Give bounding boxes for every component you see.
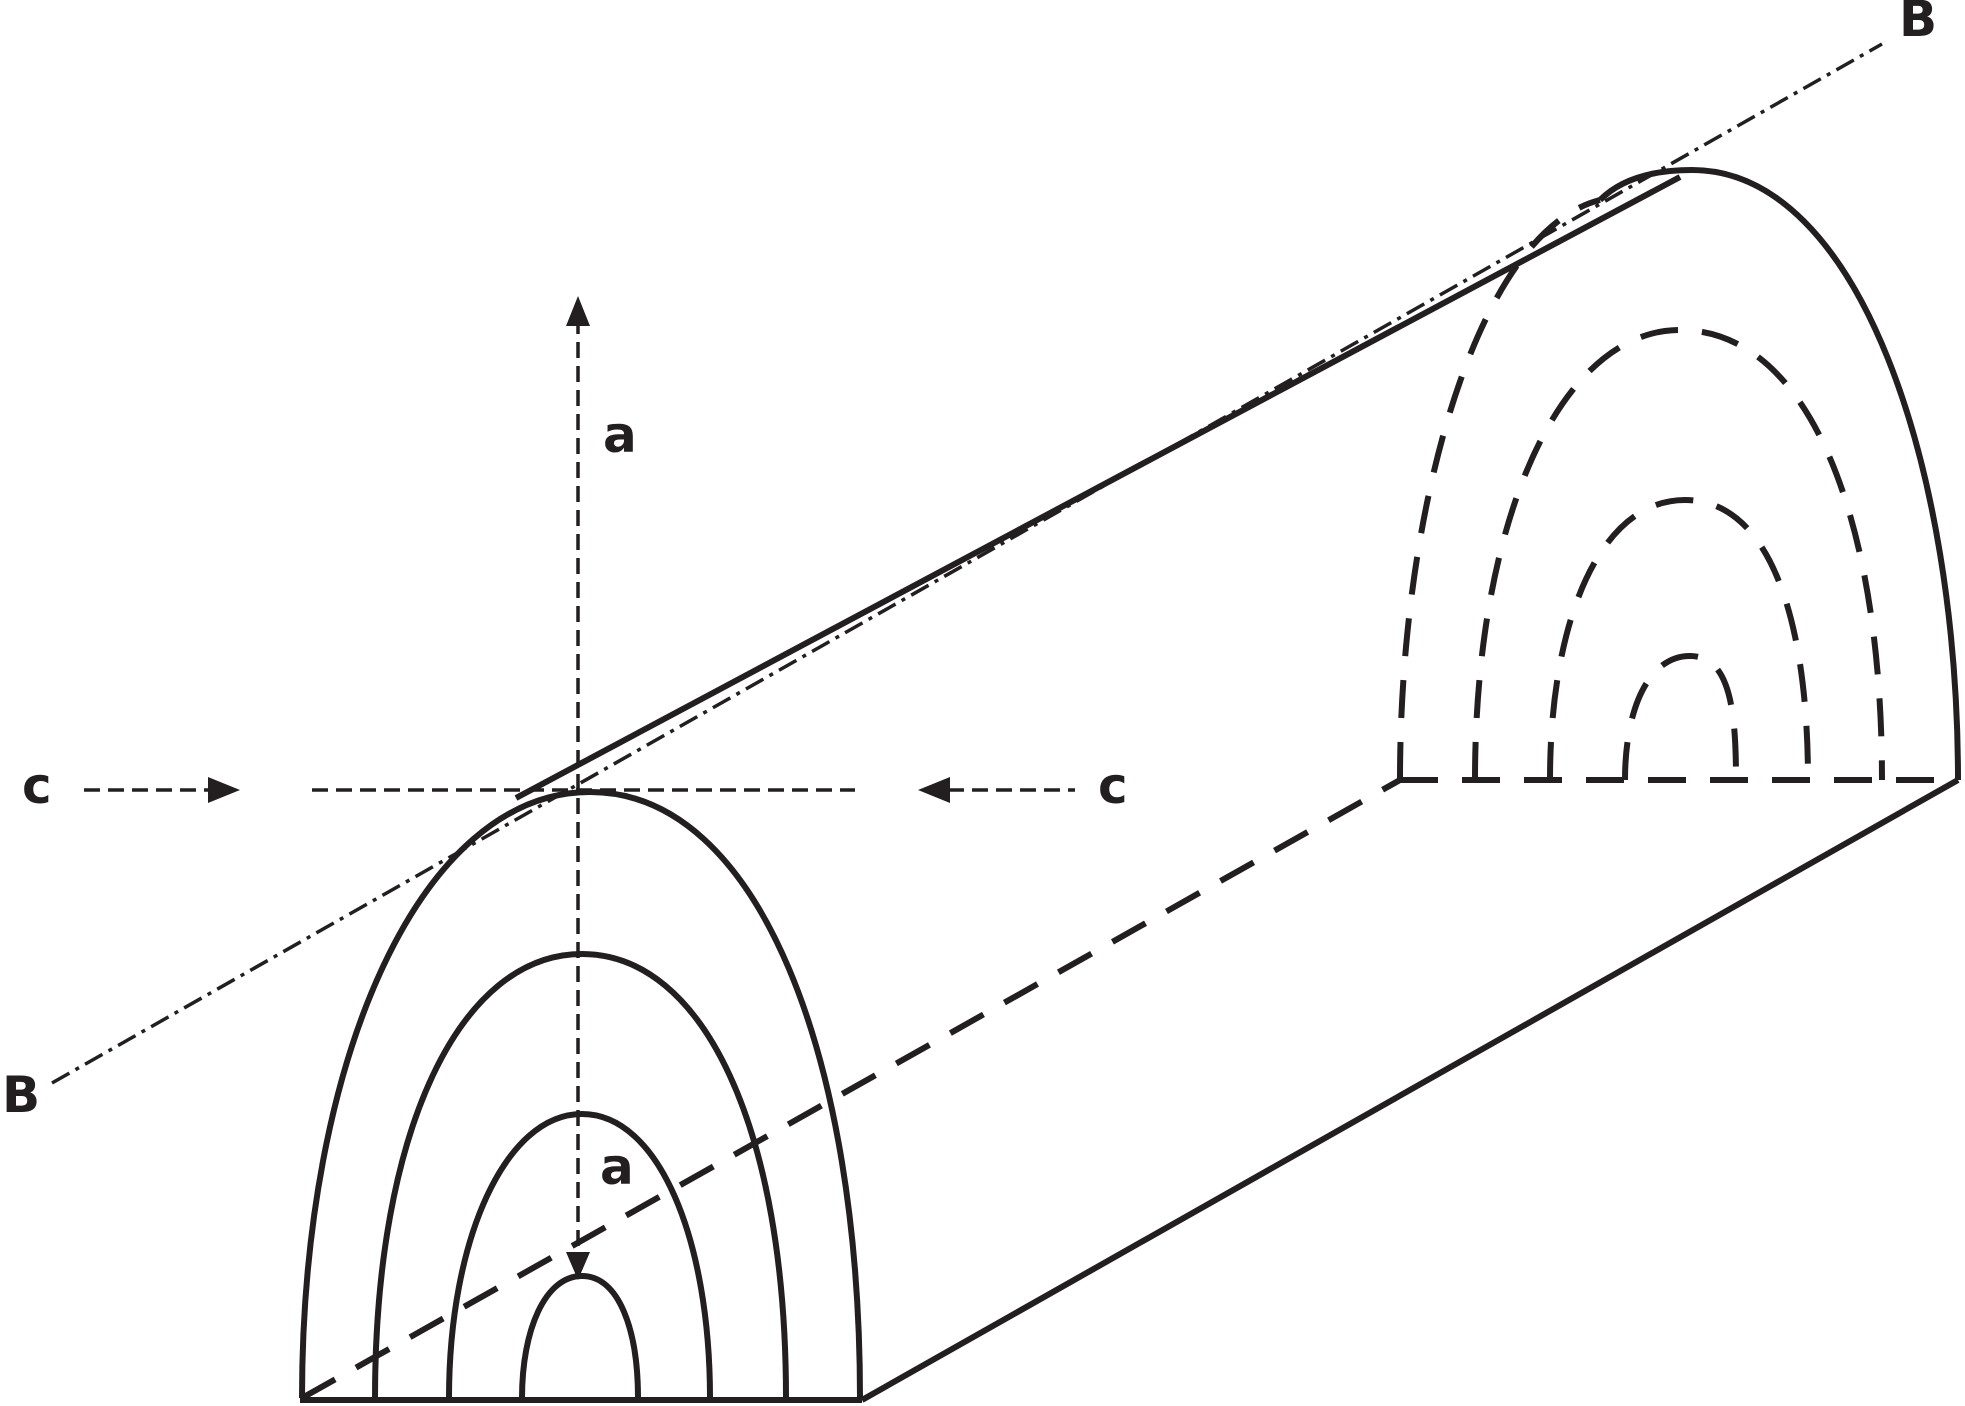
front-arch-2	[372, 951, 789, 1399]
label-a-bottom: a	[600, 1138, 634, 1196]
axis-a	[566, 296, 590, 1280]
front-arch-3	[446, 1111, 713, 1399]
front-arch-inner	[519, 1273, 641, 1399]
label-b-bottom-left: B	[2, 1066, 40, 1124]
back-arch-2	[1472, 326, 1885, 781]
axis-a-arrowhead-down	[566, 1252, 590, 1280]
back-arch-3	[1547, 496, 1811, 781]
axis-a-arrowhead-up	[566, 296, 590, 326]
back-arch-outer-hidden	[1397, 197, 1601, 781]
back-face	[1397, 167, 1961, 783]
label-c-right: c	[1098, 757, 1128, 815]
axis-c-arrowhead-right	[918, 777, 950, 803]
hidden-bottom-edge	[300, 777, 1402, 1401]
bottom-right-edge	[860, 777, 1960, 1403]
top-ridge-line	[514, 174, 1682, 801]
axis-b	[51, 42, 1883, 1085]
front-arch-outer	[299, 789, 863, 1399]
axis-c	[84, 777, 1075, 803]
axis-labels: a a B B c c	[2, 0, 1937, 1196]
back-arch-outer-visible	[1597, 167, 1961, 781]
back-arch-inner	[1622, 652, 1739, 781]
label-a-top: a	[603, 406, 637, 464]
front-face-arches	[299, 789, 863, 1403]
cylinder-sides	[300, 174, 1960, 1403]
axis-b-line	[51, 42, 1883, 1085]
label-c-left: c	[22, 757, 52, 815]
label-b-top-right: B	[1899, 0, 1937, 48]
axis-c-arrowhead-left	[208, 777, 240, 803]
